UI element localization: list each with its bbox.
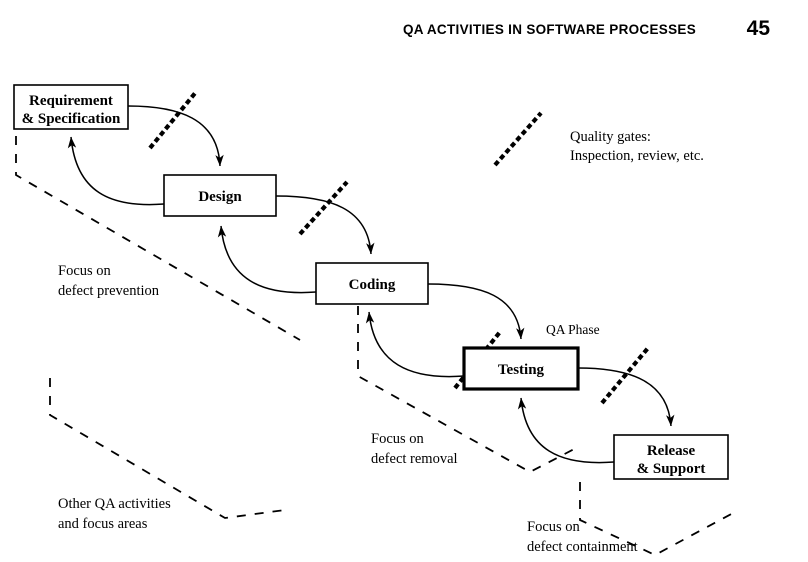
- note-other-qa-activities: Other QA activities and focus areas: [58, 496, 171, 532]
- phase-box-label-line1: Coding: [349, 277, 396, 293]
- phase-box-release[interactable]: Release & Support: [613, 434, 729, 480]
- focus-note-defect-containment: Focus on defect containment: [527, 519, 638, 555]
- boundary-defect-removal: [357, 306, 581, 474]
- arrow-requirement-to-design: [127, 105, 224, 167]
- phase-box-label-line1: Testing: [498, 362, 545, 378]
- focus-note-line1: Focus on: [527, 519, 581, 535]
- focus-note-line2: defect removal: [371, 451, 458, 467]
- focus-note-line2: defect containment: [527, 539, 638, 555]
- phase-box-design[interactable]: Design: [163, 174, 277, 217]
- legend-quality-gates: Quality gates: Inspection, review, etc.: [570, 129, 704, 164]
- quality-gate-icon-testing-release: [600, 346, 650, 405]
- arrow-design-to-coding: [275, 195, 375, 255]
- arrow-design-to-requirement: [67, 136, 165, 206]
- quality-gate-icon-requirement-design: [148, 90, 198, 150]
- phase-box-rect: [163, 174, 277, 217]
- focus-note-line2: defect prevention: [58, 283, 160, 299]
- phase-box-label-line1: Design: [198, 189, 242, 205]
- feedback-flow-arrows: [67, 136, 615, 464]
- running-head: QA ACTIVITIES IN SOFTWARE PROCESSES 45: [0, 17, 808, 44]
- phase-box-rect: [462, 346, 580, 391]
- focus-note-line1: Focus on: [371, 431, 425, 447]
- page-number: 45: [746, 17, 770, 40]
- arrow-coding-to-testing: [427, 283, 525, 340]
- phase-box-rect: [613, 434, 729, 480]
- boundary-other-qa-activities: [49, 378, 286, 519]
- boundary-defect-prevention: [15, 136, 301, 341]
- phase-box-label-line2: & Specification: [22, 111, 121, 127]
- phase-box-rect: [13, 84, 129, 130]
- focus-note-defect-prevention: Focus on defect prevention: [58, 263, 160, 299]
- arrow-coding-to-design: [217, 225, 317, 294]
- phase-box-label-line1: Requirement: [29, 93, 113, 109]
- other-note-line2: and focus areas: [58, 516, 148, 532]
- forward-flow-arrows: [127, 105, 675, 427]
- quality-gate-icon-design-coding: [298, 180, 349, 236]
- focus-note-line1: Focus on: [58, 263, 112, 279]
- phase-box-testing[interactable]: Testing: [462, 346, 580, 391]
- qa-phase-label: QA Phase: [546, 322, 600, 337]
- quality-gate-icon-legend: [493, 111, 543, 167]
- arrow-testing-to-coding: [365, 311, 465, 378]
- running-head-title: QA ACTIVITIES IN SOFTWARE PROCESSES: [402, 22, 696, 37]
- focus-note-defect-removal: Focus on defect removal: [371, 431, 458, 467]
- phase-box-label-line1: Release: [647, 443, 696, 459]
- boundary-defect-containment: [579, 482, 736, 557]
- arrow-testing-to-release: [577, 367, 675, 427]
- legend-line1: Quality gates:: [570, 129, 651, 145]
- phase-box-rect: [315, 262, 429, 305]
- arrow-release-to-testing: [517, 397, 615, 464]
- legend-line2: Inspection, review, etc.: [570, 148, 704, 164]
- phase-box-requirement[interactable]: Requirement & Specification: [13, 84, 129, 130]
- focus-boundaries: [15, 136, 736, 557]
- phase-box-label-line2: & Support: [637, 461, 706, 477]
- other-note-line1: Other QA activities: [58, 496, 171, 512]
- phase-box-coding[interactable]: Coding: [315, 262, 429, 305]
